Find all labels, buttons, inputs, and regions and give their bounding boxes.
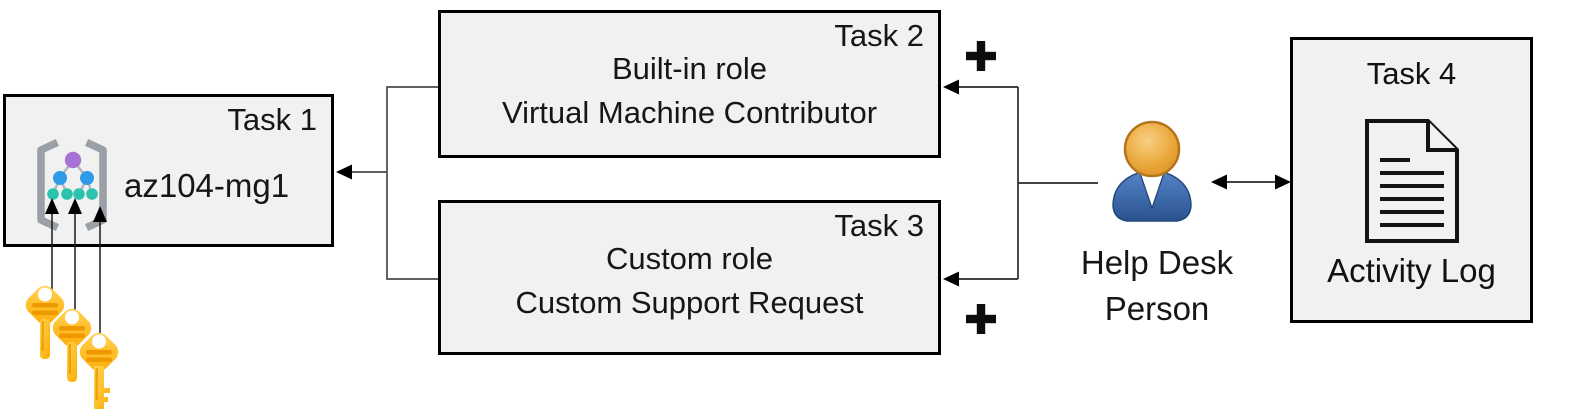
task2-role-name: Virtual Machine Contributor	[501, 95, 878, 130]
task4-box: Task 4 Activity Log	[1290, 37, 1533, 323]
task2-label: Task 2	[834, 18, 924, 53]
key-icon-3	[79, 332, 119, 409]
document-icon	[1364, 119, 1459, 243]
key-icons	[25, 285, 119, 409]
person-icon	[1112, 120, 1192, 222]
actor-label-line2: Person	[1104, 290, 1210, 327]
task2-box: Task 2 Built-in role Virtual Machine Con…	[438, 10, 941, 158]
actor-label: Help Desk Person	[1057, 240, 1257, 332]
task3-role-name: Custom Support Request	[515, 285, 864, 320]
task1-box: Task 1 az104-mg1	[3, 94, 334, 247]
task3-label: Task 3	[834, 208, 924, 243]
plus-icon-bottom	[966, 304, 996, 334]
task4-caption: Activity Log	[1327, 252, 1496, 289]
task4-label: Task 4	[1366, 56, 1457, 91]
task3-role-type: Custom role	[605, 241, 774, 276]
management-group-name: az104-mg1	[124, 167, 290, 204]
management-group-icon	[37, 139, 107, 231]
key-icon-1	[25, 285, 65, 359]
task1-label: Task 1	[227, 102, 317, 137]
key-icon-2	[52, 308, 92, 382]
task3-box: Task 3 Custom role Custom Support Reques…	[438, 200, 941, 355]
task2-role-type: Built-in role	[611, 51, 768, 86]
actor-label-line1: Help Desk	[1080, 244, 1234, 281]
plus-icon-top	[966, 41, 996, 71]
